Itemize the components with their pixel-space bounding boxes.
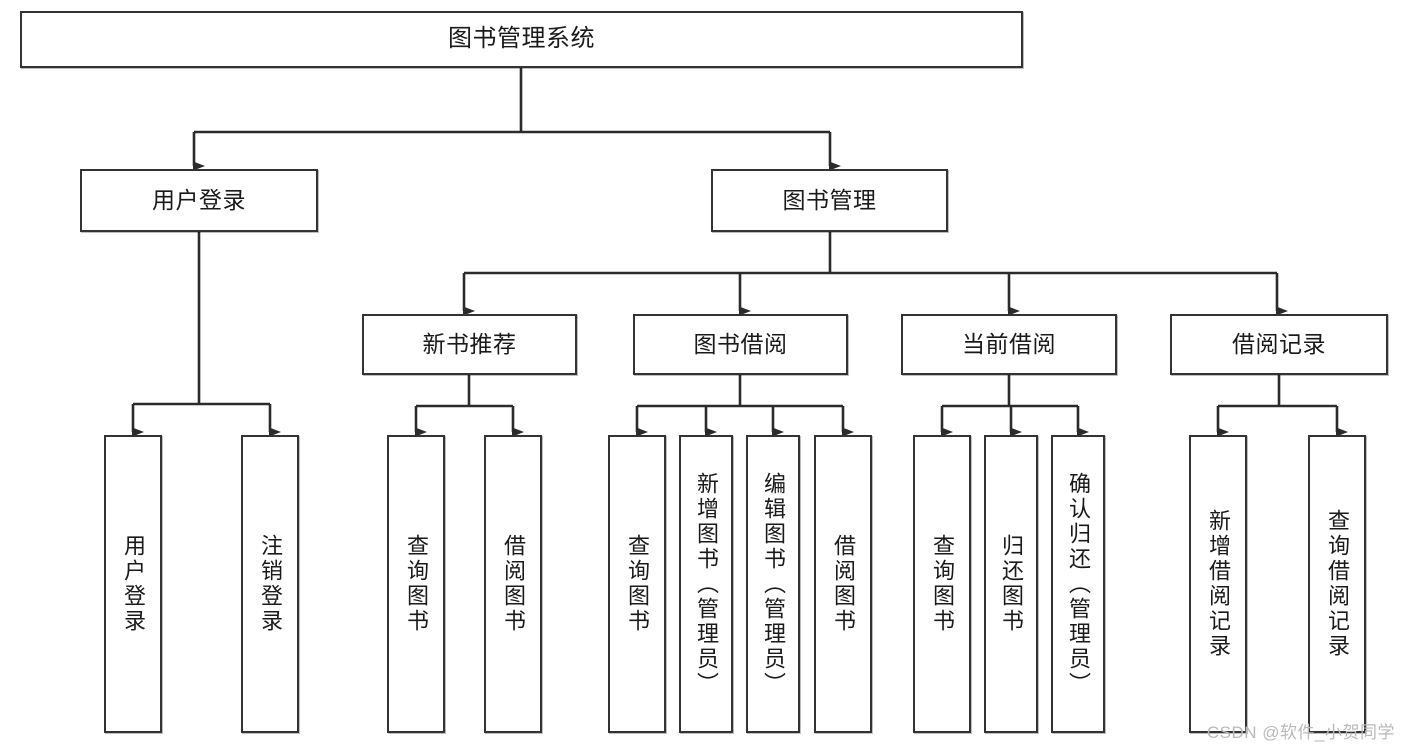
node-root-label: 图书管理系统 <box>448 25 595 53</box>
node-leaf-add-book[interactable]: 新增图书（管理员） <box>679 435 733 733</box>
node-user-login[interactable]: 用户登录 <box>80 169 318 232</box>
node-leaf-borrow-book-1-label: 借阅图书 <box>501 534 526 634</box>
node-leaf-edit-book[interactable]: 编辑图书（管理员） <box>746 435 800 733</box>
node-leaf-user-logout[interactable]: 注销登录 <box>241 435 299 733</box>
node-leaf-query-record-label: 查询借阅记录 <box>1325 509 1350 659</box>
node-leaf-edit-book-label: 编辑图书（管理员） <box>761 471 786 697</box>
node-leaf-query-book-3-label: 查询图书 <box>930 534 955 634</box>
node-new-book-rec-label: 新书推荐 <box>422 330 517 357</box>
node-user-login-label: 用户登录 <box>152 186 246 213</box>
node-leaf-borrow-book-2[interactable]: 借阅图书 <box>814 435 872 733</box>
node-new-book-rec[interactable]: 新书推荐 <box>362 314 577 375</box>
node-leaf-user-logout-label: 注销登录 <box>258 534 283 634</box>
csdn-watermark: CSDN @软件_小贺同学 <box>1206 723 1395 742</box>
node-leaf-query-book-3[interactable]: 查询图书 <box>913 435 971 733</box>
node-root[interactable]: 图书管理系统 <box>20 11 1023 68</box>
node-leaf-query-book-1-label: 查询图书 <box>404 534 429 634</box>
node-borrow-record-label: 借阅记录 <box>1232 330 1326 357</box>
node-leaf-query-book-2-label: 查询图书 <box>625 534 650 634</box>
node-leaf-return-book-label: 归还图书 <box>999 534 1024 634</box>
node-leaf-query-record[interactable]: 查询借阅记录 <box>1308 435 1366 733</box>
node-leaf-confirm-return[interactable]: 确认归还（管理员） <box>1051 435 1105 733</box>
node-book-borrow[interactable]: 图书借阅 <box>633 314 848 375</box>
node-leaf-add-record[interactable]: 新增借阅记录 <box>1189 435 1247 733</box>
node-leaf-add-book-label: 新增图书（管理员） <box>694 471 719 697</box>
node-current-borrow[interactable]: 当前借阅 <box>901 314 1117 375</box>
node-borrow-record[interactable]: 借阅记录 <box>1170 314 1388 375</box>
node-leaf-query-book-2[interactable]: 查询图书 <box>608 435 666 733</box>
node-leaf-borrow-book-2-label: 借阅图书 <box>831 534 856 634</box>
node-book-manage[interactable]: 图书管理 <box>711 169 948 232</box>
node-leaf-return-book[interactable]: 归还图书 <box>984 435 1038 733</box>
node-book-manage-label: 图书管理 <box>782 186 877 213</box>
node-book-borrow-label: 图书借阅 <box>693 330 788 357</box>
node-leaf-confirm-return-label: 确认归还（管理员） <box>1066 471 1091 697</box>
node-leaf-add-record-label: 新增借阅记录 <box>1206 509 1231 659</box>
node-leaf-user-login[interactable]: 用户登录 <box>104 435 162 733</box>
node-leaf-borrow-book-1[interactable]: 借阅图书 <box>484 435 542 733</box>
node-leaf-query-book-1[interactable]: 查询图书 <box>387 435 445 733</box>
node-current-borrow-label: 当前借阅 <box>962 330 1056 357</box>
node-leaf-user-login-label: 用户登录 <box>121 534 146 634</box>
